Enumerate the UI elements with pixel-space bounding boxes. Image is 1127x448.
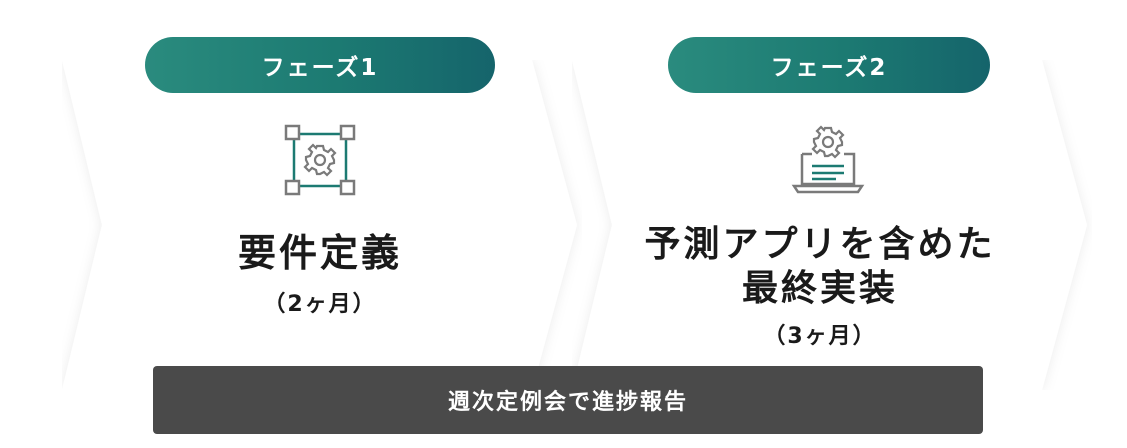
phase-2-title-line-2: 最終実装 bbox=[741, 268, 898, 309]
laptop-gear-icon bbox=[788, 120, 868, 200]
phase-2-chevron bbox=[572, 60, 1092, 390]
phase-1-duration: （2ヶ月） bbox=[263, 292, 377, 317]
weekly-report-banner: 週次定例会で進捗報告 bbox=[153, 366, 983, 434]
phase-2-duration: （3ヶ月） bbox=[763, 324, 877, 349]
phase-2-label: フェーズ2 bbox=[668, 37, 990, 93]
phase-1-chevron bbox=[62, 60, 582, 390]
phase-1-label: フェーズ1 bbox=[145, 37, 495, 93]
phase-1-title: 要件定義 bbox=[237, 231, 402, 275]
phase-2-title-line-1: 予測アプリを含めた bbox=[644, 224, 996, 265]
requirements-gear-frame-icon bbox=[280, 120, 360, 200]
